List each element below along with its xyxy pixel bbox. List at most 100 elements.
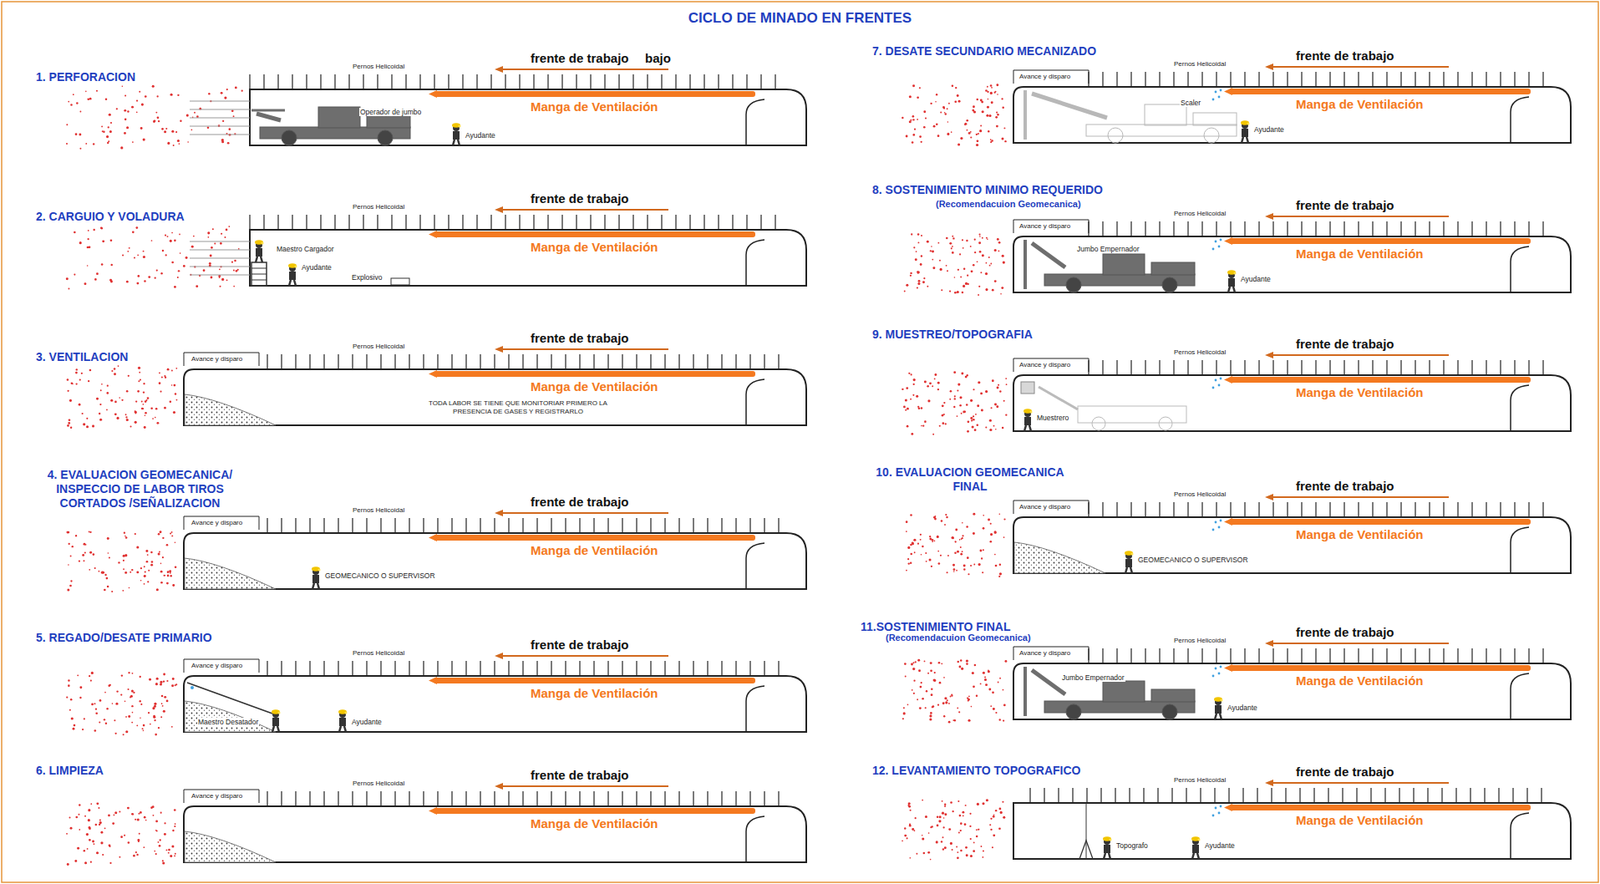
panel-heading: 10. EVALUACION GEOMECANICA FINAL (865, 465, 1075, 494)
front-arrowhead (494, 206, 503, 214)
front-arrowhead (494, 345, 503, 353)
dust-dot (921, 799, 924, 802)
rock-bolt (362, 74, 364, 90)
dust-dot (157, 95, 159, 97)
dust-dot (164, 574, 167, 577)
dust-dot (106, 577, 109, 580)
dust-dot (957, 383, 960, 387)
worker-leg (339, 726, 341, 732)
dust-dot (976, 802, 980, 806)
duct-arrowhead (428, 533, 437, 542)
tunnel-outline (183, 369, 807, 426)
worker-leg (277, 726, 280, 732)
rock-bolt (533, 74, 534, 90)
rock-bolt (1542, 221, 1544, 237)
rock-bolt (536, 791, 538, 807)
dust-dot (953, 370, 956, 374)
dust-dot (917, 271, 920, 275)
dust-dot (89, 97, 92, 101)
rock-bolt (1102, 502, 1103, 518)
dust-dot (85, 91, 87, 93)
rock-bolt (1201, 360, 1203, 376)
small-label: Avance y disparo (190, 518, 244, 528)
dust-dot (241, 90, 244, 92)
front-arrowhead (494, 652, 503, 660)
mining-panel (66, 66, 807, 150)
dust-dot (126, 688, 129, 691)
tunnel-outline (1013, 375, 1571, 432)
dust-dot (108, 843, 112, 847)
front-label: frente de trabajo (1295, 48, 1395, 64)
panel-heading: 1. PERFORACION (35, 70, 136, 85)
rock-bolt (1187, 71, 1189, 87)
jumbo-cab (1102, 680, 1145, 702)
dust-dot (152, 814, 154, 817)
worker-leg (1029, 425, 1032, 432)
dust-dot (950, 131, 953, 133)
mining-panel (66, 652, 807, 736)
dust-dot (110, 238, 113, 242)
dust-dot (156, 830, 158, 833)
worker-figure (288, 263, 298, 286)
dust-dot (111, 822, 115, 825)
dust-dot (168, 569, 172, 573)
dust-dot (163, 833, 167, 836)
dust-dot (160, 812, 163, 814)
dust-dot (951, 810, 954, 813)
dust-dot (106, 537, 110, 540)
rock-bolt (703, 74, 705, 90)
dust-dot (233, 285, 235, 288)
dust-dot (982, 849, 985, 852)
rock-bolt (380, 791, 381, 807)
dust-dot (114, 412, 117, 416)
dust-dot (142, 729, 145, 732)
dust-dot (67, 531, 71, 534)
dust-dot (191, 245, 194, 249)
dust-dot (991, 289, 995, 292)
rock-bolt (607, 660, 609, 676)
dust-dot (134, 533, 137, 535)
worker-leg (294, 279, 296, 286)
dust-dot (142, 382, 145, 385)
dust-dot (932, 705, 935, 708)
dust-dot (177, 139, 180, 143)
dust-dot (90, 802, 92, 805)
dust-dot (962, 814, 965, 817)
dust-dot (951, 537, 955, 540)
dust-dot (185, 256, 188, 260)
dust-dot (79, 241, 82, 244)
dust-dot (999, 572, 1002, 575)
dust-dot (140, 579, 143, 582)
dust-dot (207, 231, 210, 234)
dust-dot (125, 416, 127, 418)
rock-bolt (422, 518, 424, 534)
dust-dot (974, 428, 977, 432)
dust-dot (980, 391, 983, 395)
dust-dot (159, 530, 163, 534)
ventilation-duct (433, 677, 756, 684)
dust-dot (914, 829, 916, 832)
rock-bolt (1499, 648, 1501, 664)
rock-bolt (692, 518, 694, 534)
helmet-lamp (1030, 411, 1033, 414)
rock-bolt (607, 791, 609, 807)
dust-dot (162, 574, 165, 577)
dust-dot (173, 285, 177, 289)
dust-dot (101, 383, 103, 386)
dust-dot (997, 384, 1000, 387)
dust-dot (141, 407, 144, 411)
dust-dot (106, 409, 108, 412)
rock-bolt (309, 354, 310, 370)
dust-dot (134, 421, 138, 424)
rock-bolt (1229, 648, 1231, 664)
dust-dot (231, 261, 234, 264)
dust-dot (989, 264, 991, 267)
dust-dot (127, 375, 130, 377)
dust-dot (905, 569, 908, 572)
dust-dot (954, 541, 957, 544)
dust-dot (944, 846, 947, 849)
dust-dot (943, 106, 945, 109)
dust-dot (166, 680, 168, 682)
rock-bolt (1485, 502, 1487, 518)
dust-dot (953, 570, 955, 573)
